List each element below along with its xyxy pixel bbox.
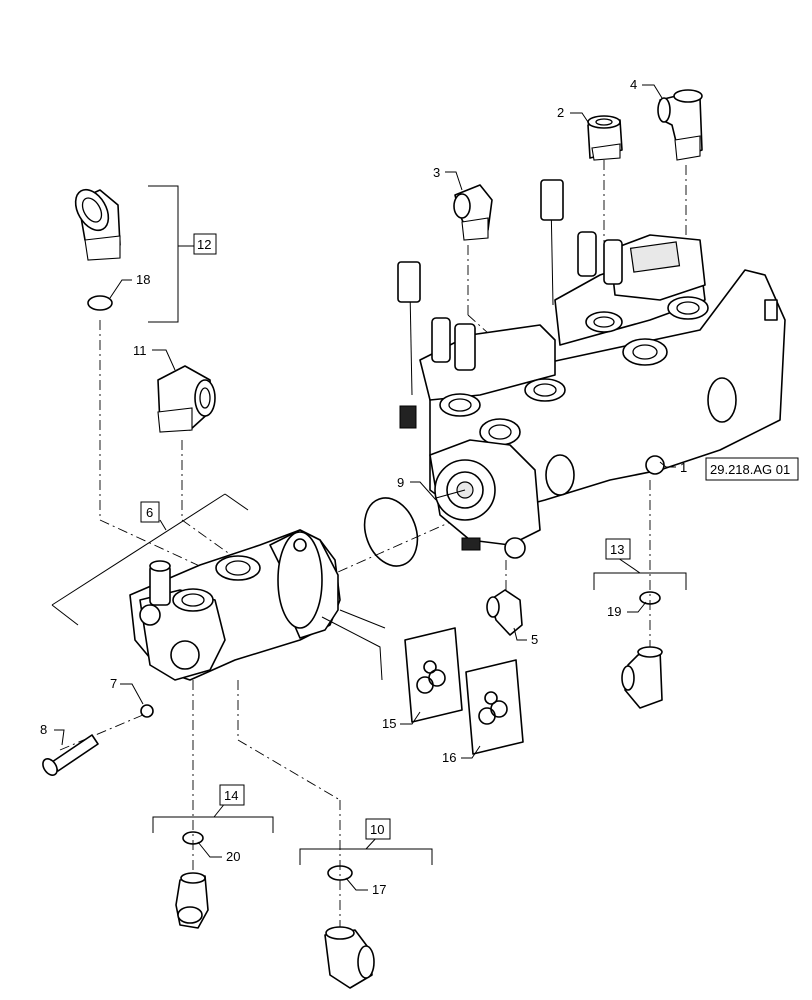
callout-3: 3 (433, 165, 440, 180)
fitting-item-11 (157, 365, 216, 433)
kit-box-13: 13 (605, 538, 631, 560)
kit-box-14: 14 (219, 784, 245, 806)
fitting-item-4 (657, 89, 703, 161)
fitting-item-12 (74, 188, 121, 261)
svg-text:6: 6 (146, 505, 153, 520)
callout-15: 15 (382, 716, 396, 731)
gear-pump (129, 529, 341, 681)
callout-17: 17 (372, 882, 386, 897)
o-ring-item-9 (363, 497, 419, 567)
reference-box: 29.218.AG 01 (705, 457, 799, 481)
callout-11: 11 (133, 343, 147, 358)
callout-5: 5 (531, 632, 538, 647)
o-ring-item-17 (327, 865, 353, 881)
center-lines (59, 160, 687, 940)
fitting-item-5 (486, 589, 523, 636)
leader-lines (54, 84, 676, 891)
kit-box-6: 6 (140, 501, 160, 523)
fitting-item-3 (453, 184, 493, 241)
kit-brackets (51, 185, 687, 865)
seal-kit-item-16 (465, 659, 524, 755)
fitting-item-13 (621, 646, 663, 709)
callout-8: 8 (40, 722, 47, 737)
svg-text:14: 14 (224, 788, 238, 803)
fitting-item-2 (587, 115, 623, 161)
bolt-item-8 (42, 734, 99, 776)
svg-text:12: 12 (197, 237, 211, 252)
svg-text:10: 10 (370, 822, 384, 837)
callout-18: 18 (136, 272, 150, 287)
callout-7: 7 (110, 676, 117, 691)
callout-4: 4 (630, 77, 637, 92)
fitting-item-14 (175, 872, 209, 929)
callout-2: 2 (557, 105, 564, 120)
o-ring-item-18 (87, 295, 113, 311)
o-ring-item-19 (639, 591, 661, 605)
seal-kit-item-15 (404, 627, 463, 723)
callout-19: 19 (607, 604, 621, 619)
fitting-item-10 (324, 926, 375, 989)
washer-item-7 (140, 704, 154, 718)
callout-20: 20 (226, 849, 240, 864)
callout-labels: 2 4 3 18 11 9 1 5 7 8 15 16 19 20 17 (40, 77, 687, 897)
callout-1: 1 (680, 460, 687, 475)
o-ring-item-20 (182, 831, 204, 845)
kit-box-12: 12 (193, 233, 217, 255)
main-valve-assembly (397, 179, 786, 559)
callout-16: 16 (442, 750, 456, 765)
kit-box-10: 10 (365, 818, 391, 840)
reference-label: 29.218.AG 01 (710, 462, 790, 477)
svg-text:13: 13 (610, 542, 624, 557)
callout-9: 9 (397, 475, 404, 490)
